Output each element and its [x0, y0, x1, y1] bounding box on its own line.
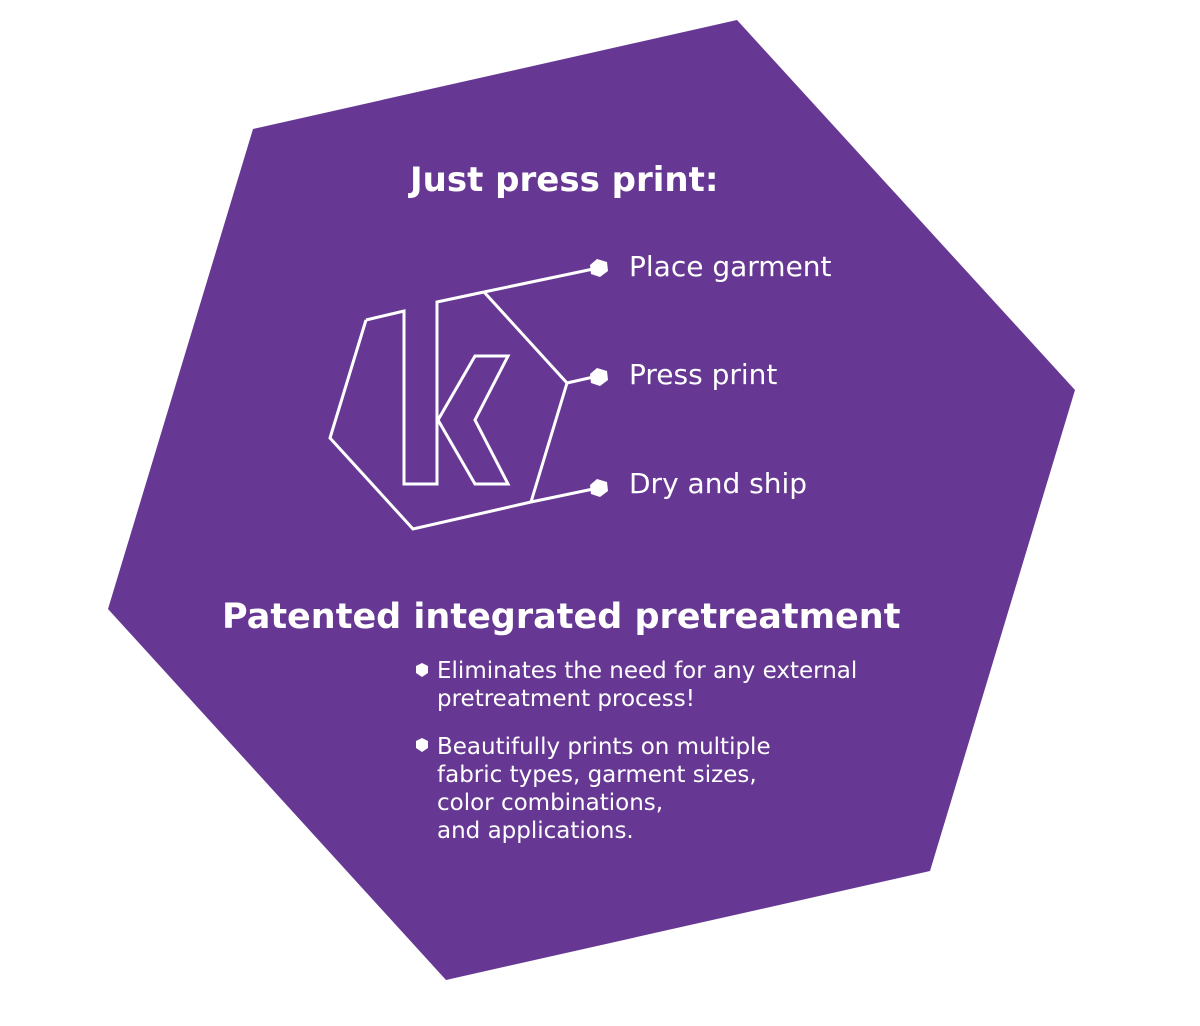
- section-title-pretreatment: Patented integrated pretreatment: [222, 597, 901, 637]
- bullet-2-text: Beautifully prints on multiple fabric ty…: [437, 733, 771, 845]
- bullet-2-line-4: and applications.: [437, 818, 634, 844]
- step-3-hexagon-icon: [590, 479, 608, 497]
- step-2-hexagon-icon: [590, 368, 608, 386]
- connector-line-3: [530, 486, 599, 504]
- step-label-place-garment: Place garment: [629, 250, 832, 283]
- logo-k-stem: [365, 290, 485, 486]
- logo-hexagon-top-right-edge: [482, 290, 569, 503]
- step-1-hexagon-icon: [590, 259, 608, 277]
- bullet-2-line-2: fabric types, garment sizes,: [437, 762, 757, 788]
- logo-hexagon-left-bottom-edge: [328, 319, 532, 531]
- bullet-1-line-1: Eliminates the need for any external: [437, 658, 858, 684]
- bullet-1-hexagon-icon: [416, 663, 428, 677]
- heading-just-press-print: Just press print:: [410, 160, 719, 200]
- step-label-dry-and-ship: Dry and ship: [629, 467, 808, 500]
- bullet-1-text: Eliminates the need for any external pre…: [437, 657, 857, 713]
- logo-k-chevron: [436, 354, 511, 486]
- step-label-press-print: Press print: [629, 358, 778, 391]
- bullet-2-hexagon-icon: [416, 738, 428, 752]
- bullet-2-line-3: color combinations,: [437, 790, 664, 816]
- bullet-2-line-1: Beautifully prints on multiple: [437, 734, 771, 760]
- bullet-1-line-2: pretreatment process!: [437, 686, 695, 712]
- connector-line-1: [483, 266, 599, 294]
